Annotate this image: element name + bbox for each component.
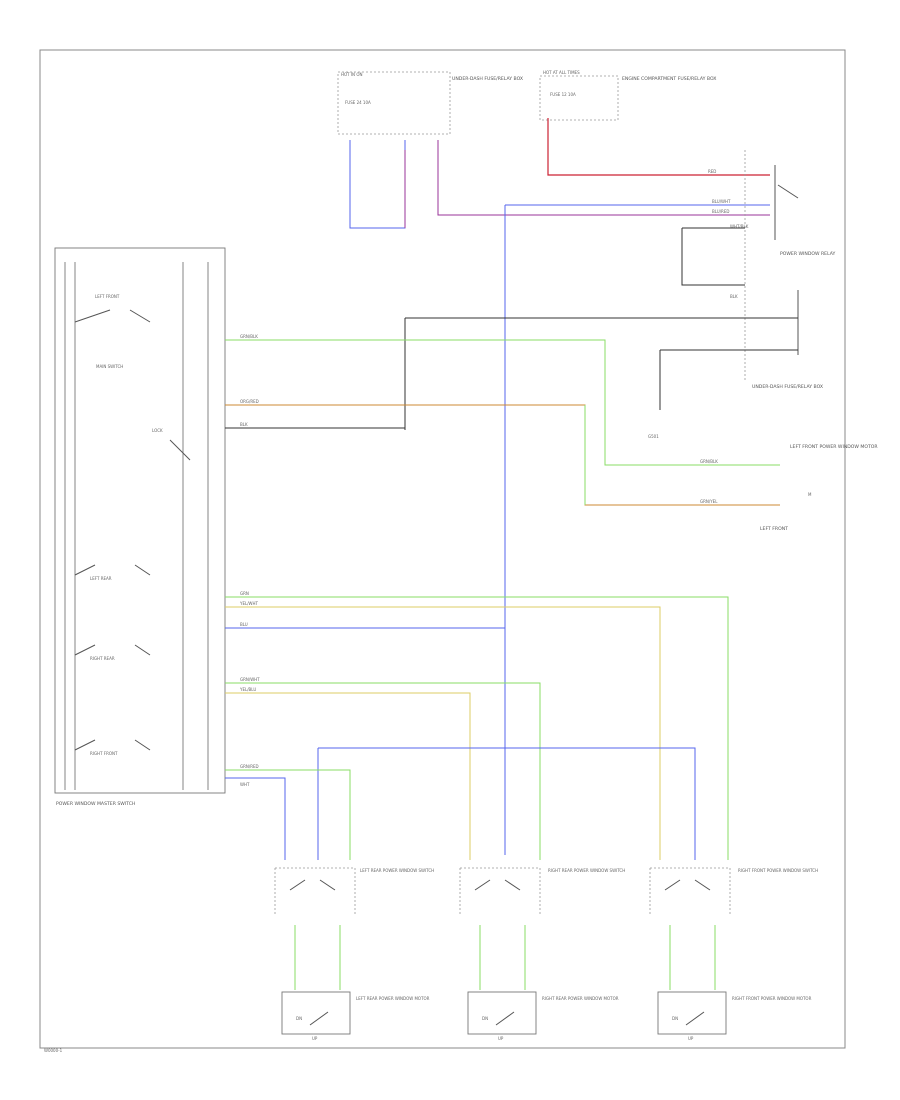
motor-m-label: M [808,492,812,497]
motor-left-dn: DN [296,1016,302,1021]
wire-yelwht-label: YEL/WHT [239,601,259,606]
switch-motor-wires [294,925,716,990]
motor-right-label: RIGHT FRONT POWER WINDOW MOTOR [732,996,812,1001]
switch-master-label: POWER WINDOW MASTER SWITCH [56,801,135,807]
top-wires: RED BLU/WHT BLU/RED WHT/BLK [349,118,770,855]
wire-red-label: RED [708,169,716,174]
junction-top-label: HOT IN ON [341,72,362,77]
door-switch-left: LEFT REAR POWER WINDOW SWITCH [274,867,434,915]
junction-sub-label: FUSE 24 10A [345,100,371,105]
wire-orgred-label: ORG/RED [240,399,259,404]
wire-grnblk-label: GRN/BLK [240,334,258,339]
wire-grnred-label: GRN/RED [240,764,259,769]
door-switch-mid-label: RIGHT REAR POWER WINDOW SWITCH [548,868,625,873]
junction-block-label: UNDER-DASH FUSE/RELAY BOX [452,76,523,82]
door-switch-right-label: RIGHT FRONT POWER WINDOW SWITCH [738,868,818,873]
motor-right-up: UP [688,1036,694,1041]
power-relay-label: POWER WINDOW RELAY [780,251,836,257]
motor-mid-label: RIGHT REAR POWER WINDOW MOTOR [542,996,619,1001]
switch-lock-label: LOCK [152,428,163,433]
door-switch-mid: RIGHT REAR POWER WINDOW SWITCH [459,867,625,915]
wire-blu-label: BLU [240,622,248,627]
wire-grnblk-right: GRN/BLK [700,459,718,464]
junction-block: HOT IN ON UNDER-DASH FUSE/RELAY BOX FUSE… [337,71,523,135]
motor-lf-sub-label: LEFT FRONT [760,526,788,532]
wire-blk-relay: BLK [730,294,738,299]
motor-mid-up: UP [498,1036,504,1041]
wire-yelblu-label: YEL/BLU [239,687,256,692]
switch-main-label: MAIN SWITCH [96,364,123,369]
fuse-box: HOT AT ALL TIMES FUSE 12 10A ENGINE COMP… [539,70,716,121]
wire-grn-label: GRN [240,591,249,596]
wire-wht-label: WHT [240,782,250,787]
switch-left-rear-label: LEFT REAR [90,576,112,581]
wire-grnyel-right: GRN/YEL [700,499,718,504]
motor-right-dn: DN [672,1016,678,1021]
left-ground-label: G501 [648,434,659,439]
switch-left-front-label: LEFT FRONT [95,294,120,299]
switch-right-rear-label: RIGHT REAR [90,656,115,661]
outer-frame [39,49,846,1049]
master-switch: LEFT FRONT MAIN SWITCH LOCK LEFT REAR RI… [54,247,226,807]
ign-fuse-sub-label: FUSE 12 10A [550,92,576,97]
wire-blured-label: BLU/RED [712,209,729,214]
door-switch-right: RIGHT FRONT POWER WINDOW SWITCH [649,867,818,915]
door-switch-left-label: LEFT REAR POWER WINDOW SWITCH [360,868,434,873]
power-relay: POWER WINDOW RELAY BLK UNDER-DASH FUSE/R… [404,150,836,439]
switch-right-front-label: RIGHT FRONT [90,751,118,756]
wire-grnwht-label: GRN/WHT [240,677,260,682]
fuse-box-label: ENGINE COMPARTMENT FUSE/RELAY BOX [622,76,716,82]
under-dash-label: UNDER-DASH FUSE/RELAY BOX [752,384,823,390]
motor-mid-dn: DN [482,1016,488,1021]
motor-mid: DN UP RIGHT REAR POWER WINDOW MOTOR [467,991,619,1041]
motor-right: DN UP RIGHT FRONT POWER WINDOW MOTOR [657,991,812,1041]
motor-left-label: LEFT REAR POWER WINDOW MOTOR [356,996,430,1001]
wire-blk-label: BLK [240,422,248,427]
motor-left: DN UP LEFT REAR POWER WINDOW MOTOR [281,991,430,1041]
page-id: W0000-1 [44,1048,63,1053]
motor-left-up: UP [312,1036,318,1041]
ign-fuse-label: HOT AT ALL TIMES [543,70,580,75]
motor-left-front-label: LEFT FRONT POWER WINDOW MOTOR [790,444,878,450]
master-wires: GRN/BLK ORG/RED BLK GRN/BLK GRN/YEL LEFT… [225,334,878,860]
wire-whtblk-label: WHT/BLK [730,224,749,229]
wire-bluwht-label: BLU/WHT [712,199,731,204]
